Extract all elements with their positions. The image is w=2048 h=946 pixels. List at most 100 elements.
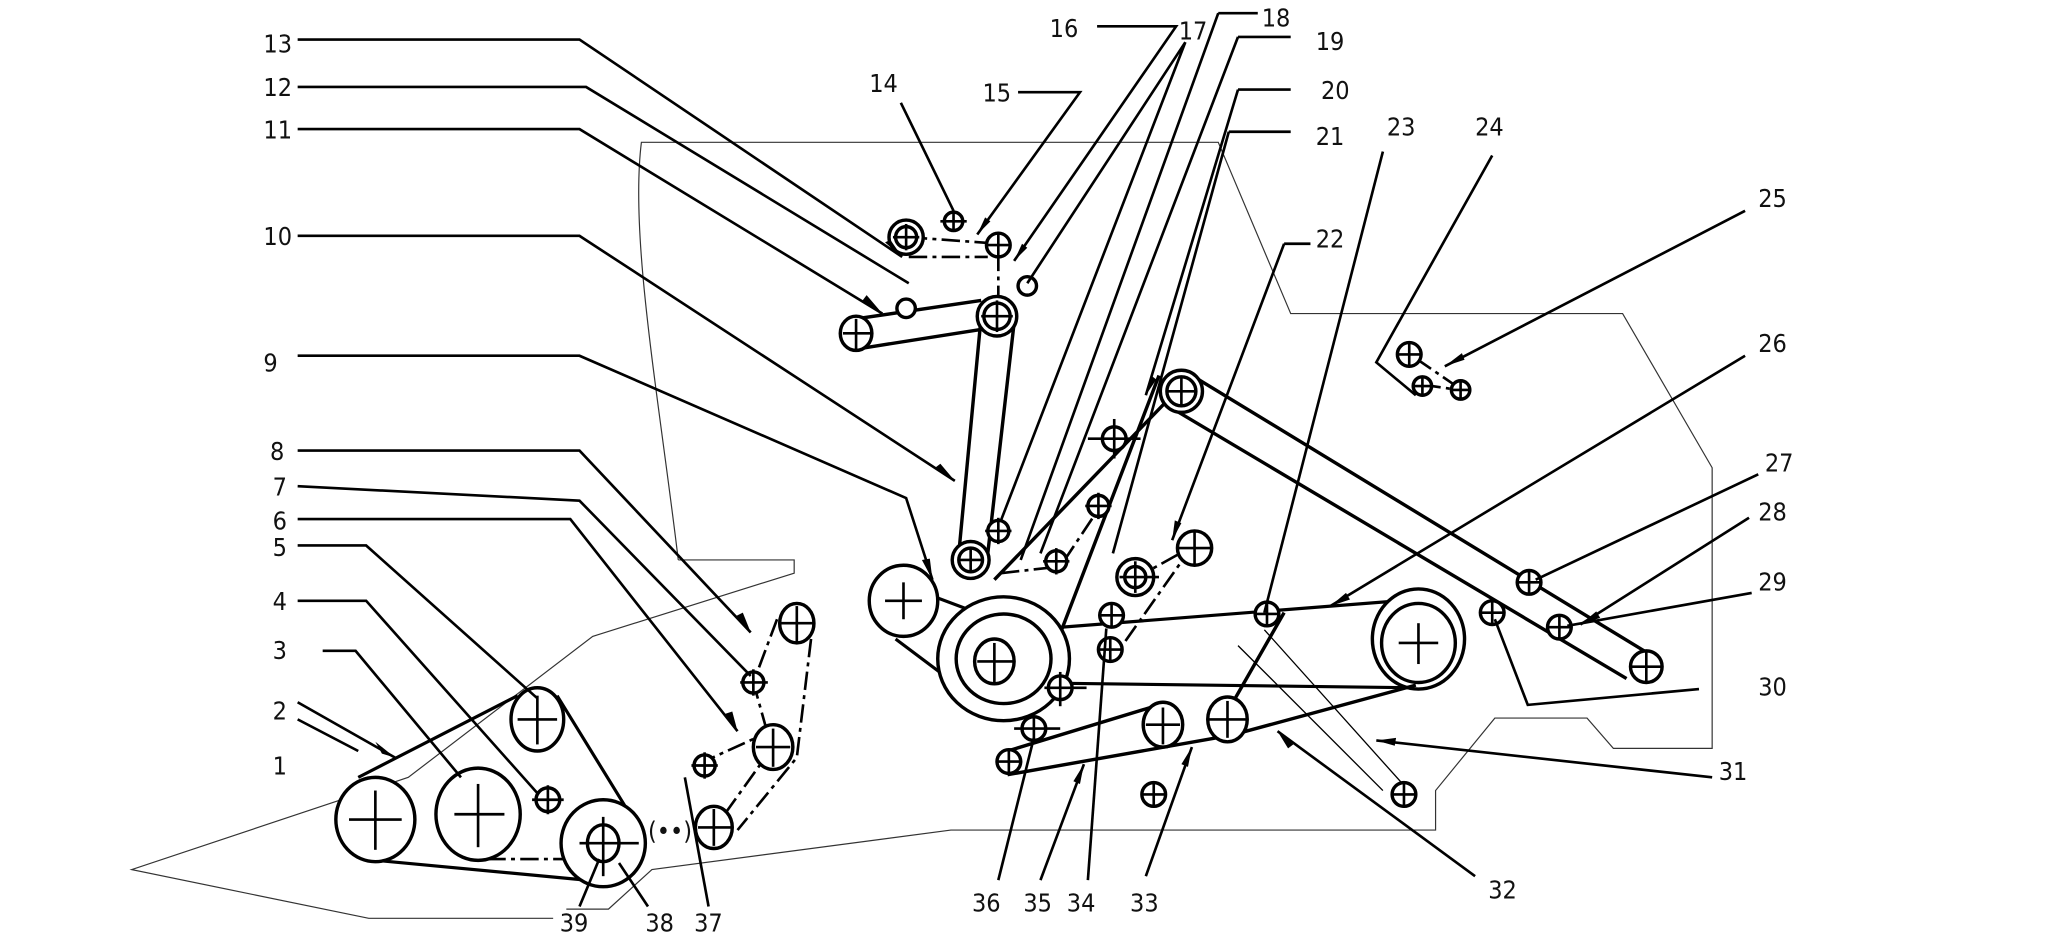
pulley-9 [867,563,940,639]
roller-7 [740,669,768,696]
leader-39 [578,858,601,907]
leader-20 [1144,88,1291,396]
label-34: 34 [1067,889,1096,918]
roller-31 [1390,780,1418,809]
leader-5 [297,544,539,700]
roller-24c [1449,379,1472,401]
leader-33 [1144,746,1194,877]
leader-9 [297,354,934,581]
roller-20 [1158,368,1205,415]
leader-31 [1376,739,1713,779]
main-belt [888,578,1416,700]
roller-33b [1206,695,1249,744]
roller-35 [1014,715,1061,743]
right-arm [1478,568,1664,685]
arrowheads [375,217,1601,784]
roller-g [1096,635,1124,664]
leader-6 [297,517,739,733]
label-10: 10 [263,222,292,251]
central-assembly [867,368,1648,723]
leader-21 [1111,130,1291,554]
lower-linkage [995,611,1418,809]
leader-34 [1086,628,1108,881]
leader-25 [1444,209,1746,368]
roller-27 [1515,568,1543,596]
label-37: 37 [694,909,723,938]
leader-16 [1013,25,1179,262]
label-18: 18 [1262,3,1291,32]
roller-33a [1141,700,1185,749]
roller-c [1085,492,1112,520]
lower-slider [1237,629,1404,791]
roller-37a [691,752,718,779]
leader-18 [1019,11,1258,561]
label-39: 39 [560,909,589,938]
label-14: 14 [869,69,898,98]
leader-8 [297,449,752,634]
leader-32 [1276,730,1476,878]
arrow-8 [734,612,751,633]
upper-mechanism [838,210,1039,554]
label-13: 13 [263,30,292,59]
leader-13 [297,38,903,259]
roller-16 [975,294,1019,338]
arrow-25 [1444,353,1465,367]
leader-27 [1535,473,1759,581]
arrow-28 [1580,611,1601,625]
label-3: 3 [273,636,287,665]
leader-37 [683,777,710,907]
label-12: 12 [263,73,292,102]
frame-lower-left [129,559,795,919]
roller-d [1087,418,1141,459]
leader-3 [322,649,462,779]
label-17: 17 [1179,17,1208,46]
roller-29 [1545,613,1573,641]
label-15: 15 [983,78,1012,107]
leader-38 [617,862,650,908]
label-22: 22 [1316,225,1345,254]
roller-36 [995,747,1023,776]
label-31: 31 [1719,757,1748,786]
label-29: 29 [1758,567,1787,596]
leader-36 [997,737,1036,881]
arrow-16 [1014,243,1028,261]
leader-11 [297,127,884,315]
label-30: 30 [1758,673,1787,702]
label-21: 21 [1316,122,1345,151]
leader-24 [1374,154,1494,397]
arrow-32 [1277,731,1294,749]
roller-22 [1175,529,1214,567]
arrow-10 [935,463,955,481]
roller-12 [895,297,918,320]
label-2: 2 [273,696,287,725]
pulley-1 [334,775,417,864]
label-24: 24 [1475,113,1504,142]
roller-24b [1411,375,1434,397]
label-32: 32 [1488,876,1517,905]
roller-10 [950,539,991,581]
label-36: 36 [972,889,1001,918]
leader-7 [297,484,752,677]
label-5: 5 [273,533,287,562]
roller-17 [1016,274,1039,297]
roller-6 [751,722,795,772]
frame-outline [566,141,1713,910]
arrow-2 [375,741,396,758]
leader-30 [1493,618,1700,707]
pulley-3 [434,766,522,863]
label-19: 19 [1316,27,1345,56]
linkage-dashed [697,618,815,831]
roller-13 [887,218,925,256]
roller-14 [940,210,967,233]
leader-4 [297,599,539,795]
leader-26 [1329,354,1746,608]
roller-h [1044,671,1087,707]
pulley-38 [559,798,648,889]
machine-frame [129,141,1713,919]
idler-4 [532,785,564,815]
arrow-26 [1330,592,1350,607]
label-33: 33 [1130,889,1159,918]
leader-12 [297,85,910,285]
label-6: 6 [273,507,287,536]
leader-22 [1170,242,1311,541]
